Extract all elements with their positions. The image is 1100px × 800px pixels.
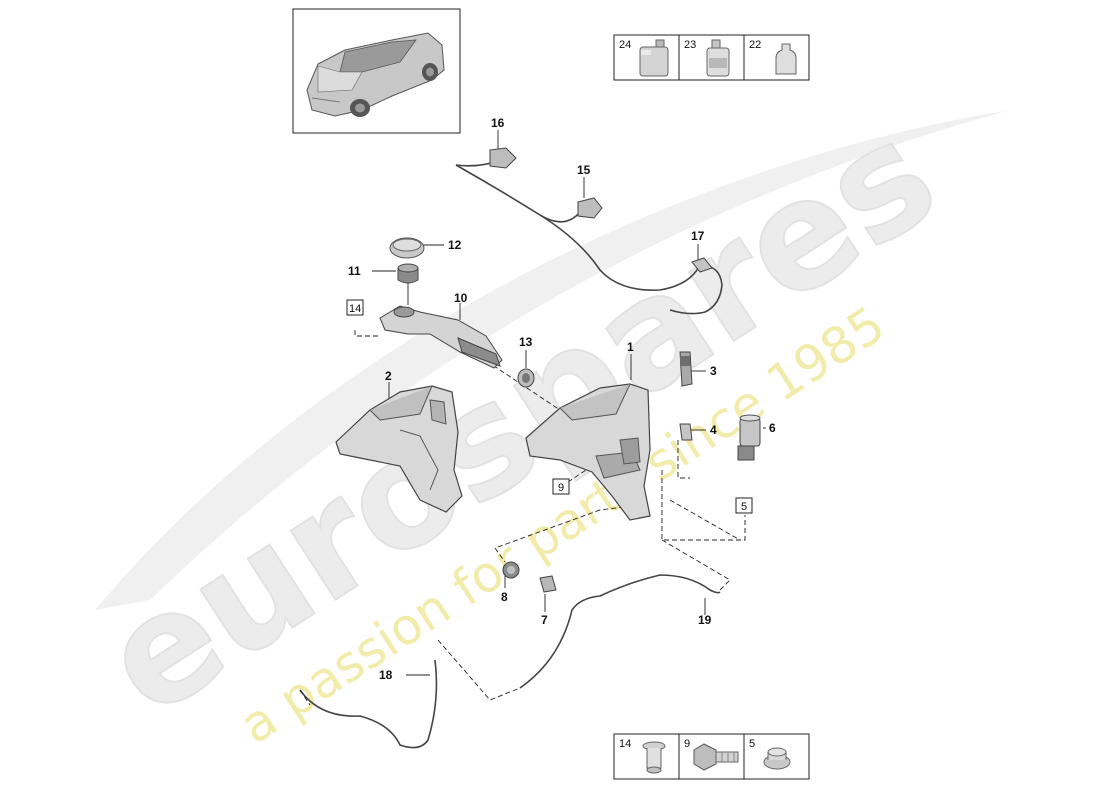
callout-3: 3 [710,364,717,378]
suv-icon [306,32,445,117]
washer-nozzle-16 [489,147,517,169]
callout-7: 7 [541,613,548,627]
legend-number-5: 5 [749,738,755,750]
washer-pump-6 [737,414,761,461]
canister-icon [639,39,669,77]
callout-13: 13 [519,335,533,349]
grommet-4 [679,423,693,441]
legend-number-24: 24 [619,39,631,51]
callout-8: 8 [501,590,508,604]
callouts: 16 15 17 12 11 10 13 1 2 3 4 6 8 7 19 18 [348,116,776,682]
callout-15: 15 [577,163,591,177]
fluid-bottle-icon [706,39,730,77]
seal-ring-11 [397,263,419,284]
callout-12: 12 [448,238,462,252]
watermark-brand: eurospares [75,88,965,750]
callout-2: 2 [385,369,392,383]
callout-11: 11 [348,264,361,278]
filler-cap-12 [389,237,425,259]
reference-9-label: 9 [558,482,564,494]
reference-box-14: 14 [346,299,364,316]
legend-number-22: 22 [749,39,761,51]
callout-10: 10 [454,291,468,305]
vehicle-thumbnail [292,8,461,134]
callout-16: 16 [491,116,505,130]
legend-number-9: 9 [684,738,690,750]
level-sensor-3 [679,351,693,387]
connector-7 [539,575,557,593]
legend-number-14: 14 [619,738,631,750]
callout-17: 17 [691,229,705,243]
grommet-13 [517,368,535,388]
small-bottle-icon [775,43,797,75]
washer-nozzle-15 [577,197,603,219]
reference-5-label: 5 [741,501,747,513]
reference-box-9: 9 [552,478,570,495]
filler-neck-10 [379,305,503,369]
push-clip-icon [642,741,666,774]
reference-14-label: 14 [349,303,361,315]
callout-4: 4 [710,423,717,437]
callout-18: 18 [379,668,393,682]
bolt-icon [693,743,739,771]
washer-tank-1 [525,383,651,521]
reference-box-5: 5 [735,497,753,514]
legend-number-23: 23 [684,39,696,51]
top-legend: 24 23 22 [613,34,810,81]
hose-clip-17 [691,257,713,273]
grommet-8 [502,561,520,579]
leader-lines [299,130,766,706]
bottom-legend: 14 9 5 [613,733,810,780]
callout-1: 1 [627,340,634,354]
washer-tank-2 [335,385,463,513]
watermark: eurospares a passion for parts since 198… [74,87,1010,755]
callout-19: 19 [698,613,712,627]
callout-6: 6 [769,421,776,435]
nut-icon [763,747,791,770]
